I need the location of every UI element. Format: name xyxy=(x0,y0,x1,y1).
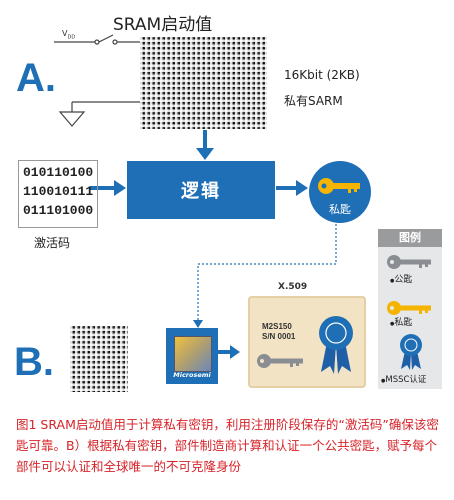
x509-certificate: X.509 M2S150 S/N 0001 xyxy=(248,282,366,388)
legend: 图例 ●公匙 ●私匙 ●MSSC认证 xyxy=(378,229,442,389)
microsemi-chip: Microsemi xyxy=(166,328,218,384)
certificate-seal-icon xyxy=(400,334,422,370)
logic-label: 逻辑 xyxy=(181,181,221,202)
legend-item-private-key: ●私匙 xyxy=(390,318,413,328)
legend-item-mssc: ●MSSC认证 xyxy=(381,375,427,385)
activation-code-label: 激活码 xyxy=(34,236,71,250)
private-key-label: 私匙 xyxy=(329,203,351,216)
sram-size-label: 16Kbit (2KB) xyxy=(284,68,360,82)
vdd-label: VDD xyxy=(62,29,76,41)
sram-private-label: 私有SARM xyxy=(284,94,343,108)
sram-noise-pattern xyxy=(140,37,267,129)
public-key-icon xyxy=(257,354,303,368)
bits-row: 010110100 xyxy=(23,165,94,180)
bits-row: 011101000 xyxy=(23,203,94,218)
bits-row: 110010111 xyxy=(23,184,94,199)
activation-code-noise-pattern xyxy=(70,326,128,392)
cert-serial: S/N 0001 xyxy=(262,332,296,341)
private-key-badge: 私匙 xyxy=(309,161,371,223)
mssc-seal-icon xyxy=(319,316,353,374)
gold-key-icon xyxy=(318,178,360,194)
legend-item-public-key: ●公匙 xyxy=(390,275,413,285)
activation-code-bits: 010110100 110010111 011101000 xyxy=(18,160,98,228)
chip-brand: Microsemi xyxy=(173,371,211,379)
section-a-label: A. xyxy=(16,56,56,100)
logic-box: 逻辑 xyxy=(127,161,275,219)
legend-private-key-icon xyxy=(387,301,431,315)
chip-die xyxy=(174,336,212,372)
diagram-title: SRAM启动值 xyxy=(113,15,213,35)
cert-model: M2S150 xyxy=(262,322,292,331)
section-b-label: B. xyxy=(14,340,54,384)
legend-title: 图例 xyxy=(378,229,442,247)
cert-standard: X.509 xyxy=(278,282,308,292)
public-key-icon xyxy=(387,255,431,269)
figure-caption: 图1 SRAM启动值用于计算私有密钥，利用注册阶段保存的“激活码”确保该密匙可靠… xyxy=(16,417,439,474)
